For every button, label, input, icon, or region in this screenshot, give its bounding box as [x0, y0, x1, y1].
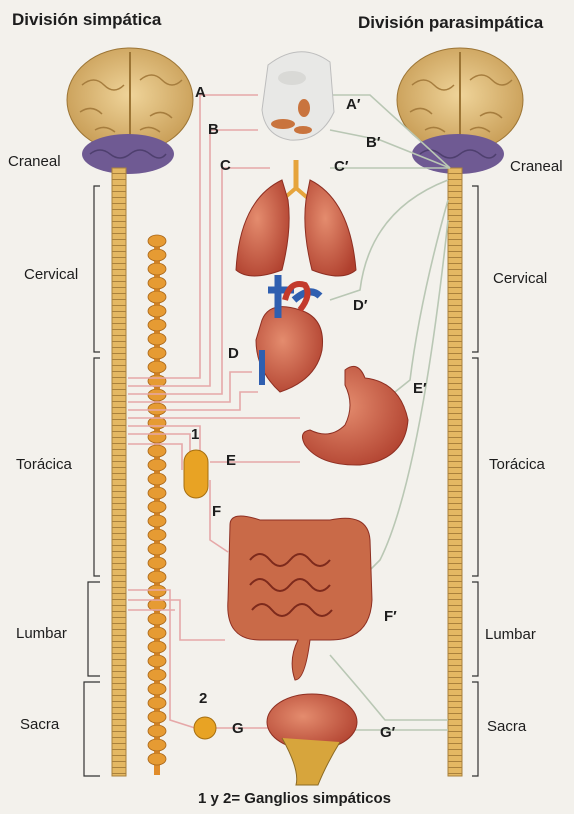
head-organ — [262, 52, 334, 140]
left-region-brackets — [84, 186, 100, 776]
chain-ganglion-1 — [148, 249, 166, 261]
chain-ganglion-8 — [148, 347, 166, 359]
stomach-organ — [302, 366, 408, 465]
label-D: D — [228, 345, 239, 362]
label-C: C — [220, 157, 231, 174]
chain-ganglion-17 — [148, 473, 166, 485]
chain-ganglion-22 — [148, 543, 166, 555]
chain-ganglion-32 — [148, 683, 166, 695]
left-label-lumbar: Lumbar — [16, 625, 67, 642]
sympathetic-chain — [148, 235, 166, 775]
left-spinal-cord — [112, 168, 126, 776]
right-spinal-cord — [448, 168, 462, 776]
chain-ganglion-33 — [148, 697, 166, 709]
chain-ganglion-37 — [148, 753, 166, 765]
chain-ganglion-30 — [148, 655, 166, 667]
label-G: G — [232, 720, 244, 737]
label-E-prime: E′ — [413, 380, 427, 397]
bladder-organ — [267, 694, 357, 785]
chain-ganglion-21 — [148, 529, 166, 541]
right-label-lumbar: Lumbar — [485, 626, 536, 643]
chain-ganglion-16 — [148, 459, 166, 471]
chain-ganglion-35 — [148, 725, 166, 737]
heart-organ — [256, 275, 323, 392]
intestines-organ — [228, 516, 372, 680]
right-label-sacra: Sacra — [487, 718, 526, 735]
chain-ganglion-36 — [148, 739, 166, 751]
chain-ganglion-9 — [148, 361, 166, 373]
label-B-prime: B′ — [366, 134, 380, 151]
chain-ganglion-5 — [148, 305, 166, 317]
chain-ganglion-0 — [148, 235, 166, 247]
chain-ganglion-4 — [148, 291, 166, 303]
left-label-cervical: Cervical — [24, 266, 78, 283]
chain-ganglion-11 — [148, 389, 166, 401]
chain-ganglion-31 — [148, 669, 166, 681]
label-F: F — [212, 503, 221, 520]
chain-ganglion-7 — [148, 333, 166, 345]
chain-ganglion-24 — [148, 571, 166, 583]
right-label-toracica: Torácica — [489, 456, 545, 473]
ganglion-1 — [184, 450, 208, 498]
chain-ganglion-19 — [148, 501, 166, 513]
right-title: División parasimpática — [358, 13, 543, 33]
label-C-prime: C′ — [334, 158, 348, 175]
chain-ganglion-27 — [148, 613, 166, 625]
chain-ganglion-34 — [148, 711, 166, 723]
chain-ganglion-29 — [148, 641, 166, 653]
left-label-toracica: Torácica — [16, 456, 72, 473]
label-A-prime: A′ — [346, 96, 360, 113]
label-G-prime: G′ — [380, 724, 395, 741]
left-label-sacra: Sacra — [20, 716, 59, 733]
chain-ganglion-3 — [148, 277, 166, 289]
ganglion-1-label: 1 — [191, 426, 199, 443]
caption: 1 y 2= Ganglios simpáticos — [198, 790, 391, 807]
label-F-prime: F′ — [384, 608, 397, 625]
lungs-organ — [236, 160, 356, 276]
label-A: A — [195, 84, 206, 101]
chain-ganglion-14 — [148, 431, 166, 443]
chain-ganglion-15 — [148, 445, 166, 457]
chain-ganglion-23 — [148, 557, 166, 569]
chain-ganglion-12 — [148, 403, 166, 415]
left-brain — [67, 48, 193, 174]
chain-ganglion-28 — [148, 627, 166, 639]
left-label-craneal: Craneal — [8, 153, 61, 170]
right-label-cervical: Cervical — [493, 270, 547, 287]
chain-ganglion-18 — [148, 487, 166, 499]
ganglion-2 — [194, 717, 216, 739]
ganglion-2-label: 2 — [199, 690, 207, 707]
label-B: B — [208, 121, 219, 138]
right-region-brackets — [472, 186, 478, 776]
right-label-craneal: Craneal — [510, 158, 563, 175]
left-title: División simpática — [12, 10, 161, 30]
chain-ganglion-25 — [148, 585, 166, 597]
chain-ganglion-20 — [148, 515, 166, 527]
label-E: E — [226, 452, 236, 469]
label-D-prime: D′ — [353, 297, 367, 314]
chain-ganglion-2 — [148, 263, 166, 275]
chain-ganglion-6 — [148, 319, 166, 331]
